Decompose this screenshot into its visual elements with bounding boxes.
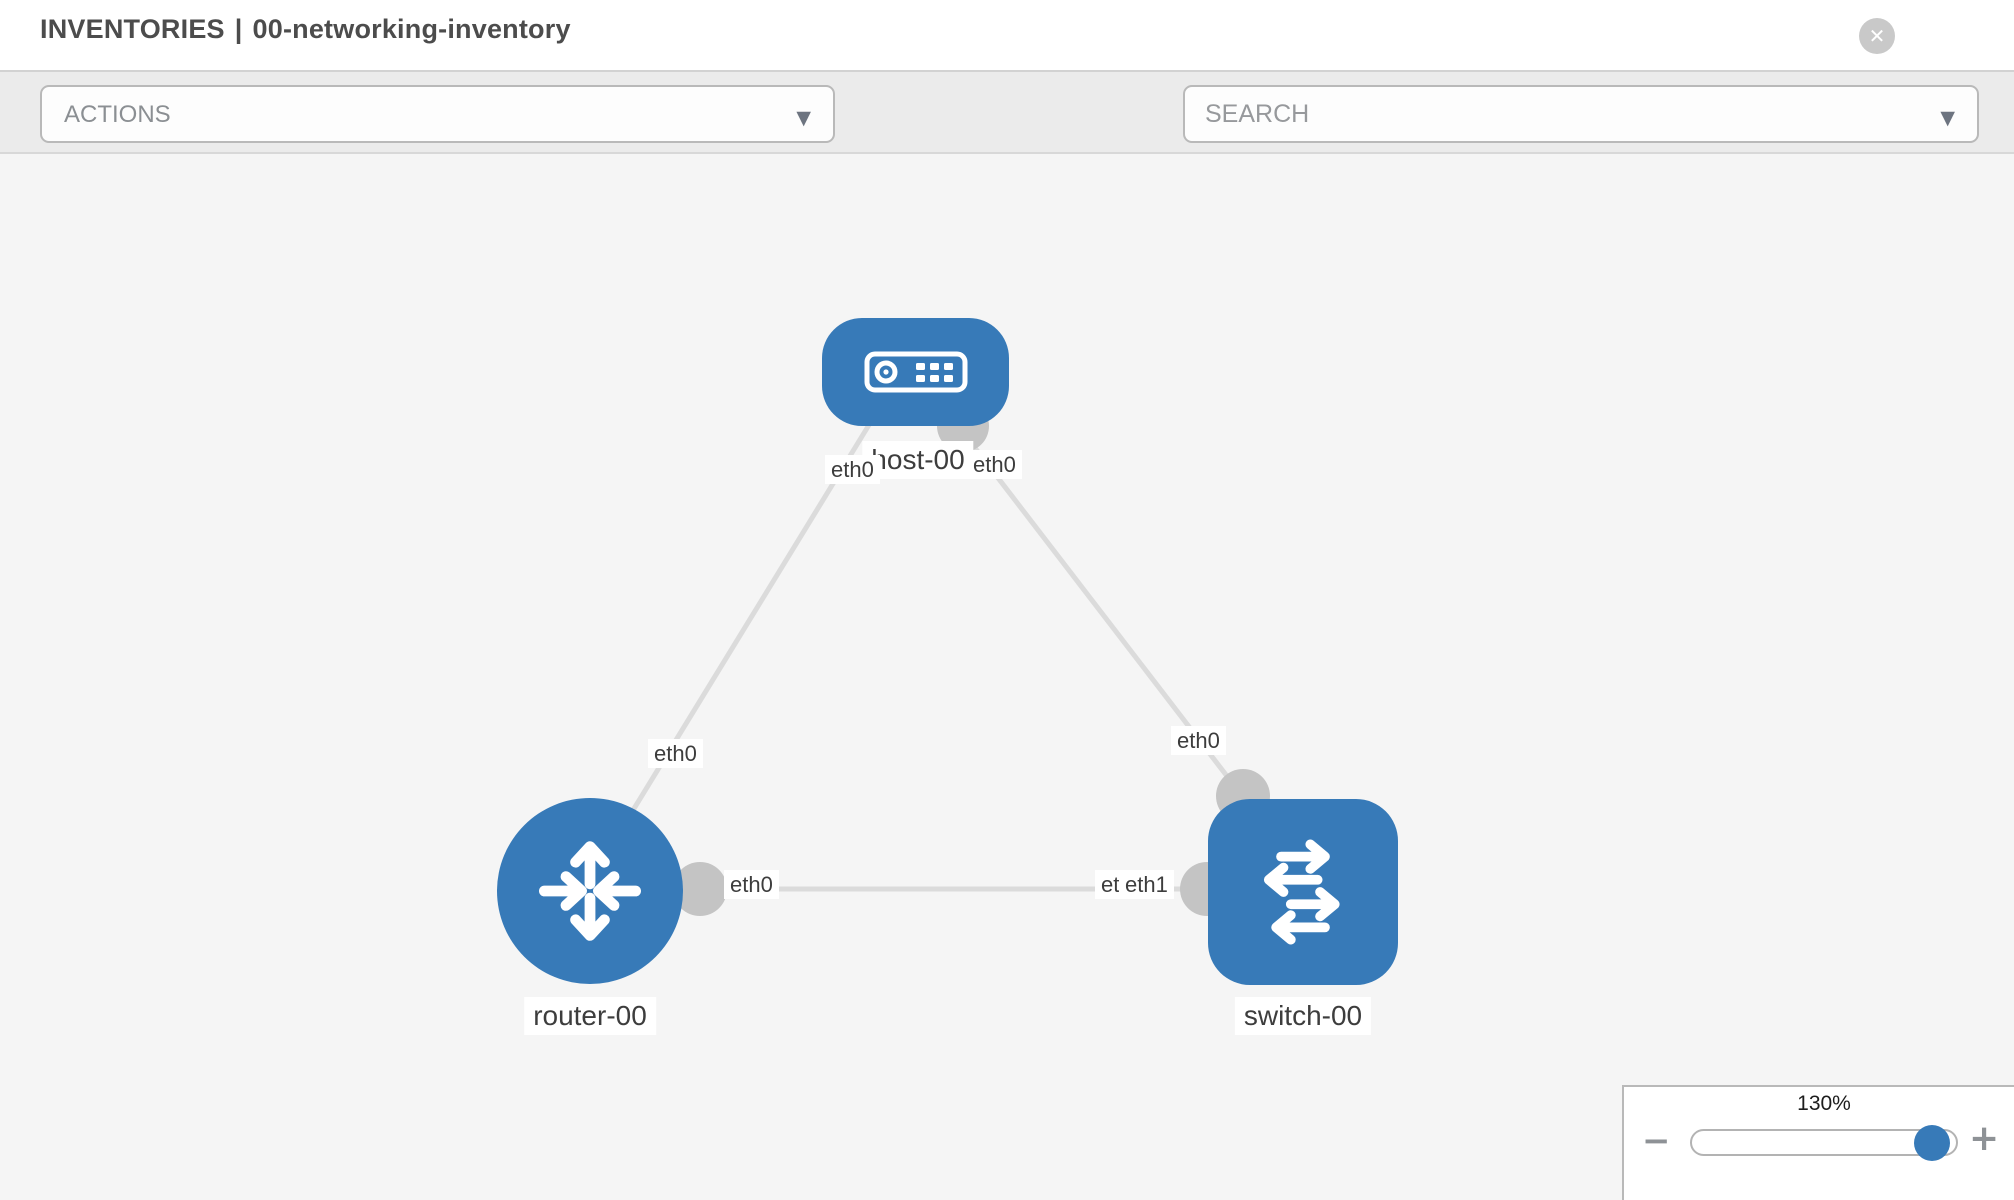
interface-label-router-eth0-top: eth0	[648, 739, 703, 769]
node-label-host[interactable]: host-00	[862, 441, 974, 480]
node-host-00[interactable]	[822, 318, 1009, 426]
actions-dropdown[interactable]: ACTIONS ▼	[40, 85, 835, 143]
node-router-00[interactable]	[497, 798, 683, 984]
breadcrumb-divider: |	[234, 14, 243, 44]
zoom-slider-track[interactable]	[1690, 1125, 1958, 1161]
close-icon[interactable]: ✕	[1859, 18, 1895, 54]
interface-label-host-eth0-left: eth0	[825, 455, 880, 485]
zoom-percentage: 130%	[1797, 1092, 1851, 1115]
zoom-in-button[interactable]: +	[1969, 1118, 2000, 1159]
actions-dropdown-label: ACTIONS	[64, 101, 171, 128]
search-input[interactable]	[1205, 91, 1895, 137]
interface-endpoint[interactable]	[673, 862, 727, 916]
search-dropdown[interactable]: ▼	[1183, 85, 1979, 143]
switch-icon	[1263, 839, 1340, 945]
zoom-out-button[interactable]: −	[1642, 1121, 1671, 1161]
router-icon	[539, 841, 641, 941]
node-switch-00[interactable]	[1208, 799, 1398, 985]
header-bar: INVENTORIES | 00-networking-inventory ✕	[0, 0, 2014, 70]
interface-label-switch-eth1: eth1	[1119, 870, 1174, 900]
interface-label-router-eth0-right: eth0	[724, 870, 779, 900]
link-host-router[interactable]	[613, 418, 875, 840]
page-title: INVENTORIES | 00-networking-inventory	[40, 14, 571, 45]
node-label-switch[interactable]: switch-00	[1234, 997, 1372, 1036]
interface-label-host-eth0-right: eth0	[967, 450, 1022, 480]
topology-canvas[interactable]	[0, 156, 2014, 1200]
zoom-control-panel: 130% − +	[1622, 1085, 2014, 1200]
zoom-slider-thumb[interactable]	[1914, 1125, 1950, 1161]
host-icon	[864, 351, 967, 393]
chevron-down-icon: ▼	[796, 107, 811, 129]
interface-label-switch-eth0-top: eth0	[1171, 726, 1226, 756]
chevron-down-icon: ▼	[1940, 107, 1955, 129]
inventory-name: 00-networking-inventory	[252, 14, 571, 44]
node-label-router[interactable]: router-00	[524, 997, 656, 1036]
toolbar: ACTIONS ▼ ▼	[0, 70, 2014, 199]
breadcrumb-section: INVENTORIES	[40, 14, 225, 44]
